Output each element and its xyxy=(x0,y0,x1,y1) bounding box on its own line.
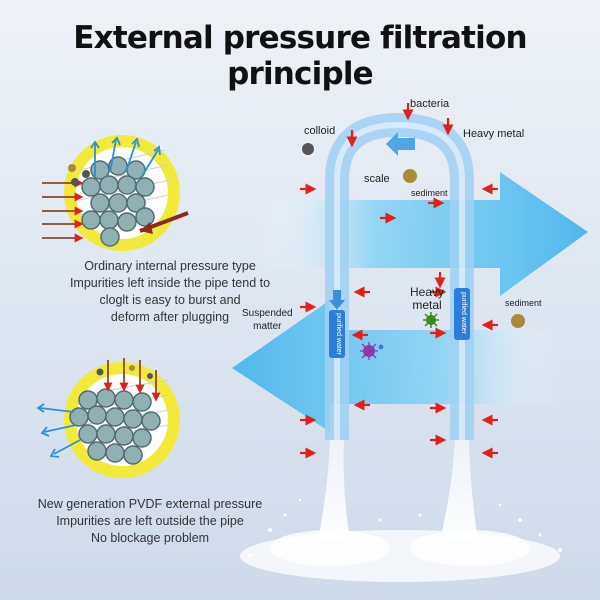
label-heavy-metal-mid: Heavy metal xyxy=(410,285,445,312)
internal-pressure-caption: Ordinary internal pressure type Impuriti… xyxy=(69,259,271,324)
external-pressure-caption: New generation PVDF external pressure Im… xyxy=(37,497,263,545)
label-heavy-metal-top: Heavy metal xyxy=(463,128,525,140)
label-colloid: colloid xyxy=(304,125,336,137)
pipe-flow-arrow xyxy=(386,132,415,156)
internal-pressure-illustration xyxy=(42,135,189,251)
heavy-metal-particle xyxy=(423,312,439,328)
external-pressure-illustration xyxy=(36,358,180,478)
label-suspended-matter: Suspended matter xyxy=(242,308,293,332)
flow-arrow-left xyxy=(232,300,560,432)
bacteria-particle xyxy=(360,342,384,360)
sediment-particle-right xyxy=(511,314,525,328)
label-sediment-top: sediment xyxy=(411,188,448,198)
label-purified-water-left: purified water xyxy=(335,313,342,356)
label-sediment-right: sediment xyxy=(505,298,542,308)
label-bacteria: bacteria xyxy=(410,98,450,110)
page-title: External pressure filtration principle xyxy=(73,20,527,92)
sediment-particle-top xyxy=(403,169,417,183)
label-purified-water-right: purified water xyxy=(460,292,467,335)
impurity-arrows xyxy=(300,103,498,459)
water-stream-left xyxy=(318,440,350,540)
colloid-particle xyxy=(302,143,314,155)
water-stream-right xyxy=(440,440,478,540)
label-scale: scale xyxy=(364,173,390,185)
